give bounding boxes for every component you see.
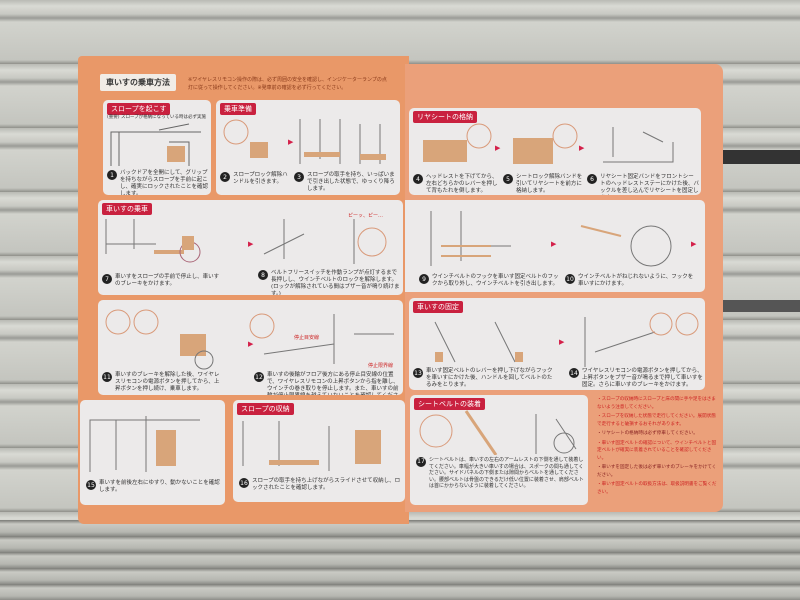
section-tag: 車いすの乗車 — [102, 203, 152, 215]
next-arrow-icon: ▶ — [551, 240, 557, 248]
background-gap — [720, 300, 800, 312]
note: ・車いすを固定した後は必ず車いすのブレーキをかけてください。 — [597, 465, 717, 478]
next-arrow-icon: ▶ — [248, 240, 254, 248]
rear-seat-illustration — [423, 123, 674, 164]
note: ・車いす固定ベルトの確認について、ウインチベルトと固定ベルトが確実に装着されてい… — [597, 440, 717, 461]
wheelchair-illustration — [105, 219, 387, 264]
seatbelt-illustration — [419, 410, 577, 455]
floor — [0, 520, 800, 600]
section-tag: スロープを起こす — [107, 103, 171, 115]
section-tag: シートベルトの装着 — [414, 398, 485, 410]
van-check-illustration — [89, 416, 200, 472]
section-tag: 乗車準備 — [220, 103, 256, 115]
section-tag: リヤシートの格納 — [413, 111, 477, 123]
slope-illustration — [223, 119, 386, 164]
stop-guide-label: 停止目安線 — [294, 335, 320, 341]
van-illustration — [110, 123, 201, 166]
stop-limit-label: 停止限界線 — [368, 363, 394, 369]
slope-store-illustration — [242, 421, 381, 471]
note: ・スロープを収納した状態で走行してください。展開状態で走行すると破損するおそれが… — [597, 414, 716, 427]
next-arrow-icon: ▶ — [495, 144, 501, 152]
winch-belt-illustration — [430, 211, 672, 267]
caution-notes: ・スロープの収納時にスロープと床の間に手や足をはさまないよう注意してください。 … — [597, 396, 717, 498]
next-arrow-icon: ▶ — [691, 240, 697, 248]
note: ・リヤシートの格納時は必ず停車してください。 — [597, 431, 698, 436]
section-tag: スロープの収納 — [237, 403, 294, 415]
background-gap — [700, 150, 800, 164]
note: ・車いす固定ベルトの取扱方法は、取扱説明書をご覧ください。 — [597, 482, 717, 495]
next-arrow-icon: ▶ — [579, 144, 585, 152]
section-tag: 車いすの固定 — [413, 301, 463, 313]
buzzer-label: ピーッ、ピー… — [348, 213, 383, 219]
section-note: (重要) スロープが格納になっている時は必ず実施 — [107, 115, 206, 120]
next-arrow-icon: ▶ — [288, 138, 294, 146]
boarding-illustration — [105, 309, 394, 370]
intro-text: ※ワイヤレスリモコン操作の際は、必ず周囲の安全を確認し、インジケーターランプの点… — [188, 77, 387, 91]
fixing-illustration — [434, 312, 699, 367]
next-arrow-icon: ▶ — [559, 338, 565, 346]
note: ・スロープの収納時にスロープと床の間に手や足をはさまないよう注意してください。 — [597, 397, 716, 410]
next-arrow-icon: ▶ — [248, 340, 254, 348]
page-title: 車いすの乗車方法 — [100, 74, 176, 91]
